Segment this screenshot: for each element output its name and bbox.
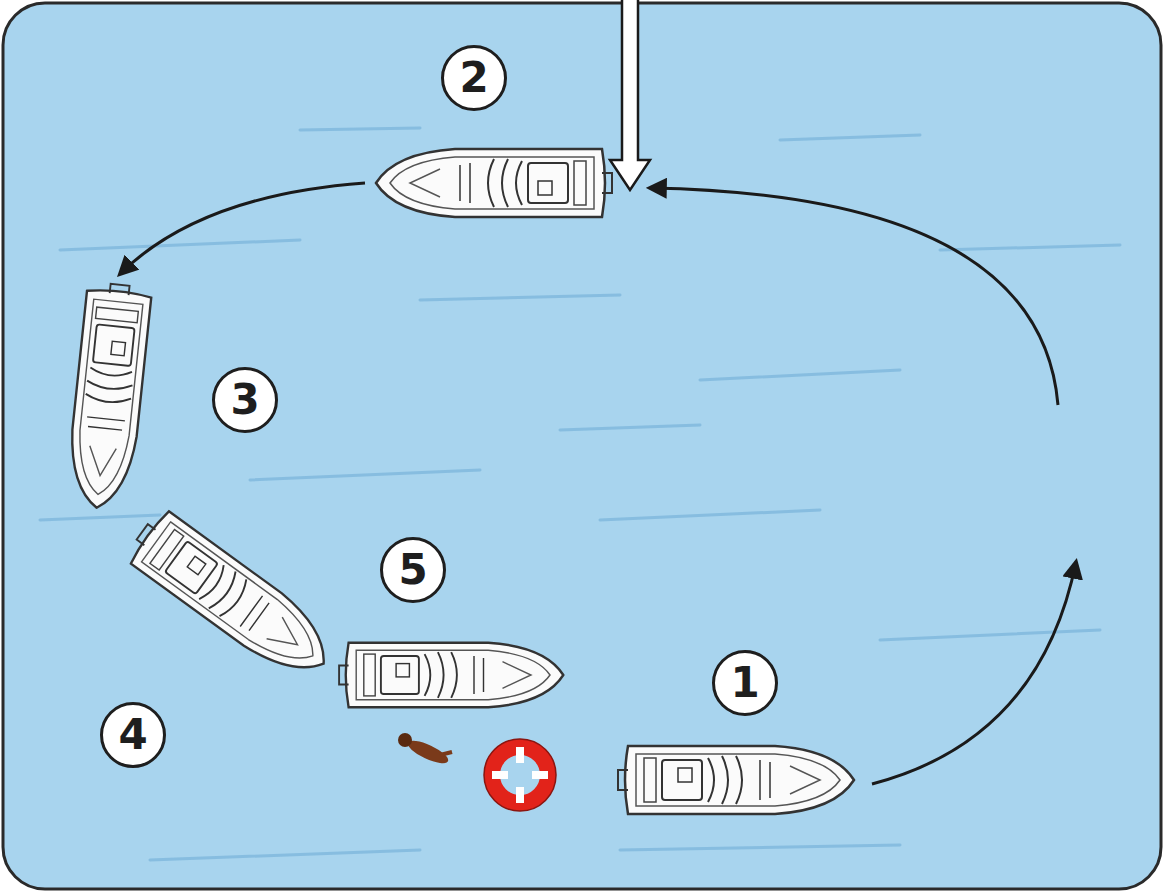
callout-text: 5 bbox=[398, 549, 427, 591]
callout-number: 2 bbox=[441, 45, 507, 111]
callout-number: 4 bbox=[100, 702, 166, 768]
lifebuoy bbox=[484, 739, 556, 811]
callout-number: 5 bbox=[380, 537, 446, 603]
callout-number: 1 bbox=[712, 650, 778, 716]
person-overboard bbox=[398, 733, 452, 768]
callout-text: 1 bbox=[730, 662, 759, 704]
callout-number: 3 bbox=[212, 367, 278, 433]
callout-text: 2 bbox=[459, 57, 488, 99]
callout-text: 3 bbox=[230, 379, 259, 421]
callout-text: 4 bbox=[118, 714, 147, 756]
